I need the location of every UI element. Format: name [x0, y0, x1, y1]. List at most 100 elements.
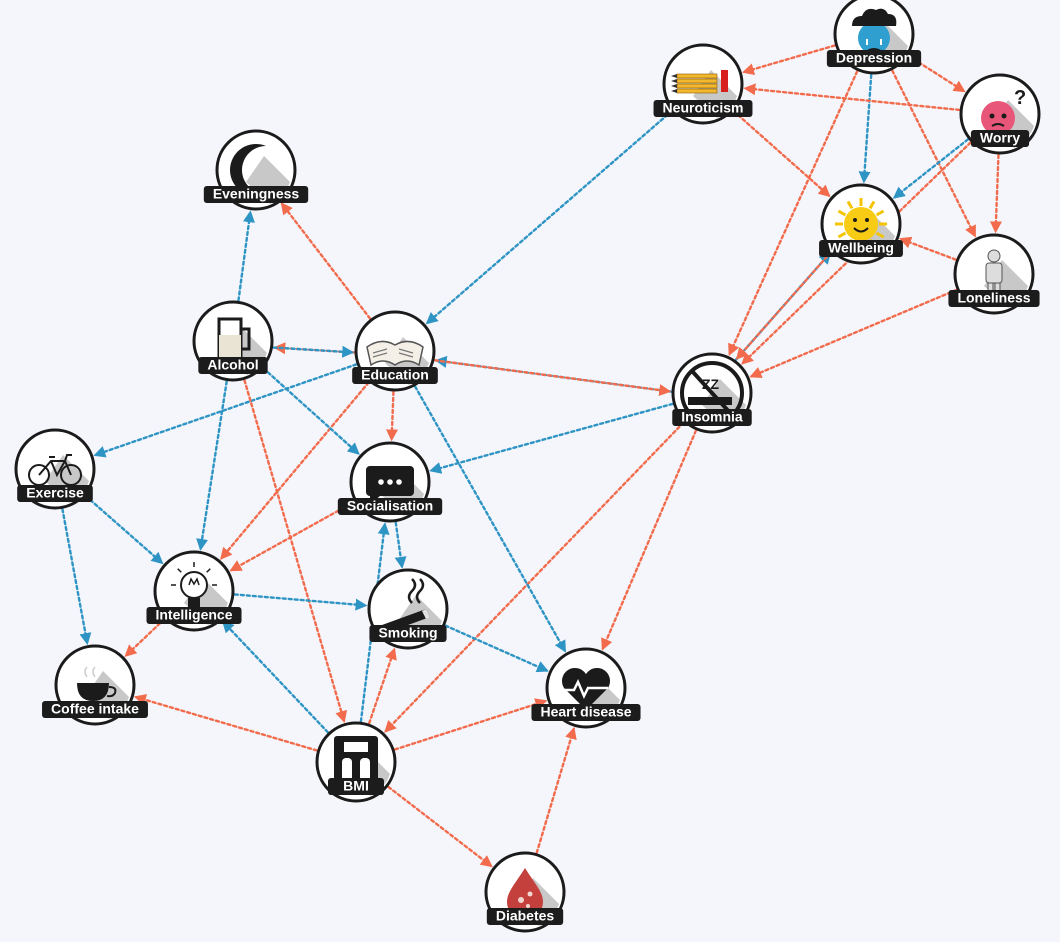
- edge-loneliness-to-wellbeing: [899, 236, 957, 261]
- node-eveningness[interactable]: Eveningness: [203, 129, 309, 211]
- node-alcohol[interactable]: Alcohol: [192, 300, 274, 382]
- node-label: Education: [361, 367, 429, 383]
- node-label-bg: [672, 409, 752, 426]
- edge-alcohol-to-education: [272, 345, 355, 358]
- node-label: Intelligence: [155, 607, 232, 623]
- edge-alcohol-to-socialisation: [262, 367, 360, 455]
- node-socialisation[interactable]: Socialisation: [337, 441, 443, 523]
- node-label-bg: [17, 485, 93, 502]
- edge-worry-to-loneliness: [989, 153, 1002, 234]
- edge-loneliness-to-insomnia: [749, 288, 958, 379]
- edge-worry-to-wellbeing: [892, 138, 970, 199]
- node-label: Loneliness: [957, 290, 1030, 306]
- node-label: Exercise: [26, 485, 84, 501]
- node-label: Coffee intake: [51, 701, 139, 717]
- node-label-bg: [198, 357, 268, 374]
- node-wellbeing[interactable]: Wellbeing: [819, 183, 903, 265]
- speech-bubble-icon: [366, 466, 414, 504]
- edge-depression-to-loneliness: [891, 69, 976, 238]
- node-loneliness[interactable]: Loneliness: [948, 233, 1040, 315]
- node-label: Worry: [980, 130, 1020, 146]
- worried-face-icon: ?: [981, 87, 1026, 135]
- node-worry[interactable]: ? Worry: [959, 73, 1041, 155]
- edge-bmi-to-coffee: [133, 694, 318, 752]
- edge-intelligence-to-smoking: [233, 593, 368, 611]
- node-diabetes[interactable]: Diabetes: [484, 851, 566, 933]
- beer-glass-icon: [217, 317, 251, 365]
- pencils-icon: [671, 70, 728, 94]
- edge-diabetes-to-heart: [535, 726, 577, 854]
- edge-smoking-to-heart: [444, 624, 549, 673]
- edge-intelligence-to-coffee: [124, 618, 166, 658]
- edge-depression-to-wellbeing: [858, 73, 873, 184]
- edge-socialisation-to-intelligence: [229, 500, 356, 572]
- edge-insomnia-to-heart: [601, 429, 698, 651]
- edge-wellbeing-to-insomnia: [735, 250, 833, 360]
- edge-neuroticism-to-education: [425, 109, 674, 325]
- node-label-bg: [203, 186, 309, 203]
- node-bmi[interactable]: BMI: [315, 721, 397, 803]
- edge-education-to-eveningness: [280, 202, 372, 320]
- node-label-bg: [970, 130, 1030, 147]
- node-label-bg: [352, 367, 438, 384]
- node-exercise[interactable]: Exercise: [14, 428, 96, 510]
- edge-depression-to-neuroticism: [741, 44, 836, 75]
- blood-drop-icon: [507, 868, 543, 920]
- edge-neuroticism-to-wellbeing: [732, 109, 831, 198]
- edge-exercise-to-intelligence: [84, 494, 164, 565]
- node-heart[interactable]: Heart disease: [531, 647, 641, 729]
- edge-education-to-exercise: [93, 363, 358, 458]
- node-label: Alcohol: [207, 357, 258, 373]
- edge-education-to-insomnia: [433, 359, 672, 397]
- node-depression[interactable]: Depression: [826, 0, 922, 75]
- edge-socialisation-to-smoking: [394, 521, 407, 569]
- node-label-bg: [819, 240, 903, 257]
- node-education[interactable]: Education: [352, 310, 438, 392]
- node-label-bg: [42, 701, 148, 718]
- edge-bmi-to-smoking: [367, 647, 397, 725]
- edges-layer: [61, 44, 1002, 868]
- weighing-scale-icon: [334, 736, 378, 786]
- edge-education-to-heart: [414, 385, 566, 653]
- node-label-bg: [369, 625, 447, 642]
- edge-insomnia-to-bmi: [384, 421, 685, 733]
- edge-depression-to-insomnia: [728, 70, 859, 356]
- node-label-bg: [486, 908, 564, 925]
- node-label-bg: [826, 50, 922, 67]
- coffee-cup-icon: [77, 666, 117, 701]
- edge-bmi-to-diabetes: [387, 785, 493, 868]
- node-intelligence[interactable]: Intelligence: [146, 550, 242, 632]
- edge-worry-to-neuroticism: [743, 83, 961, 112]
- edge-alcohol-to-bmi: [243, 379, 348, 724]
- node-neuroticism[interactable]: Neuroticism: [653, 43, 753, 125]
- node-label-bg: [337, 498, 443, 515]
- node-smoking[interactable]: Smoking: [367, 568, 449, 650]
- edge-exercise-to-coffee: [61, 508, 92, 646]
- node-label: Depression: [836, 50, 912, 66]
- edge-education-to-socialisation: [386, 390, 399, 442]
- edge-insomnia-to-socialisation: [429, 402, 674, 474]
- node-label: Insomnia: [681, 409, 743, 425]
- node-label-bg: [948, 290, 1040, 307]
- node-label: Smoking: [378, 625, 437, 641]
- node-label-bg: [328, 778, 384, 795]
- open-book-icon: [366, 340, 424, 367]
- edge-alcohol-to-eveningness: [237, 210, 255, 302]
- light-bulb-icon: [171, 562, 217, 607]
- node-label: Diabetes: [496, 908, 555, 924]
- node-label: Eveningness: [213, 186, 300, 202]
- edge-bmi-to-heart: [393, 698, 548, 751]
- edge-alcohol-to-intelligence: [196, 380, 228, 551]
- edge-bmi-to-intelligence: [221, 620, 330, 734]
- node-coffee[interactable]: Coffee intake: [42, 644, 148, 726]
- node-label-bg: [531, 704, 641, 721]
- svg-text:?: ?: [1014, 87, 1026, 109]
- node-label: Neuroticism: [663, 100, 744, 116]
- heart-rate-icon: [561, 667, 611, 710]
- edge-education-to-intelligence: [220, 381, 370, 560]
- node-label: Wellbeing: [828, 240, 894, 256]
- node-label: Heart disease: [540, 704, 631, 720]
